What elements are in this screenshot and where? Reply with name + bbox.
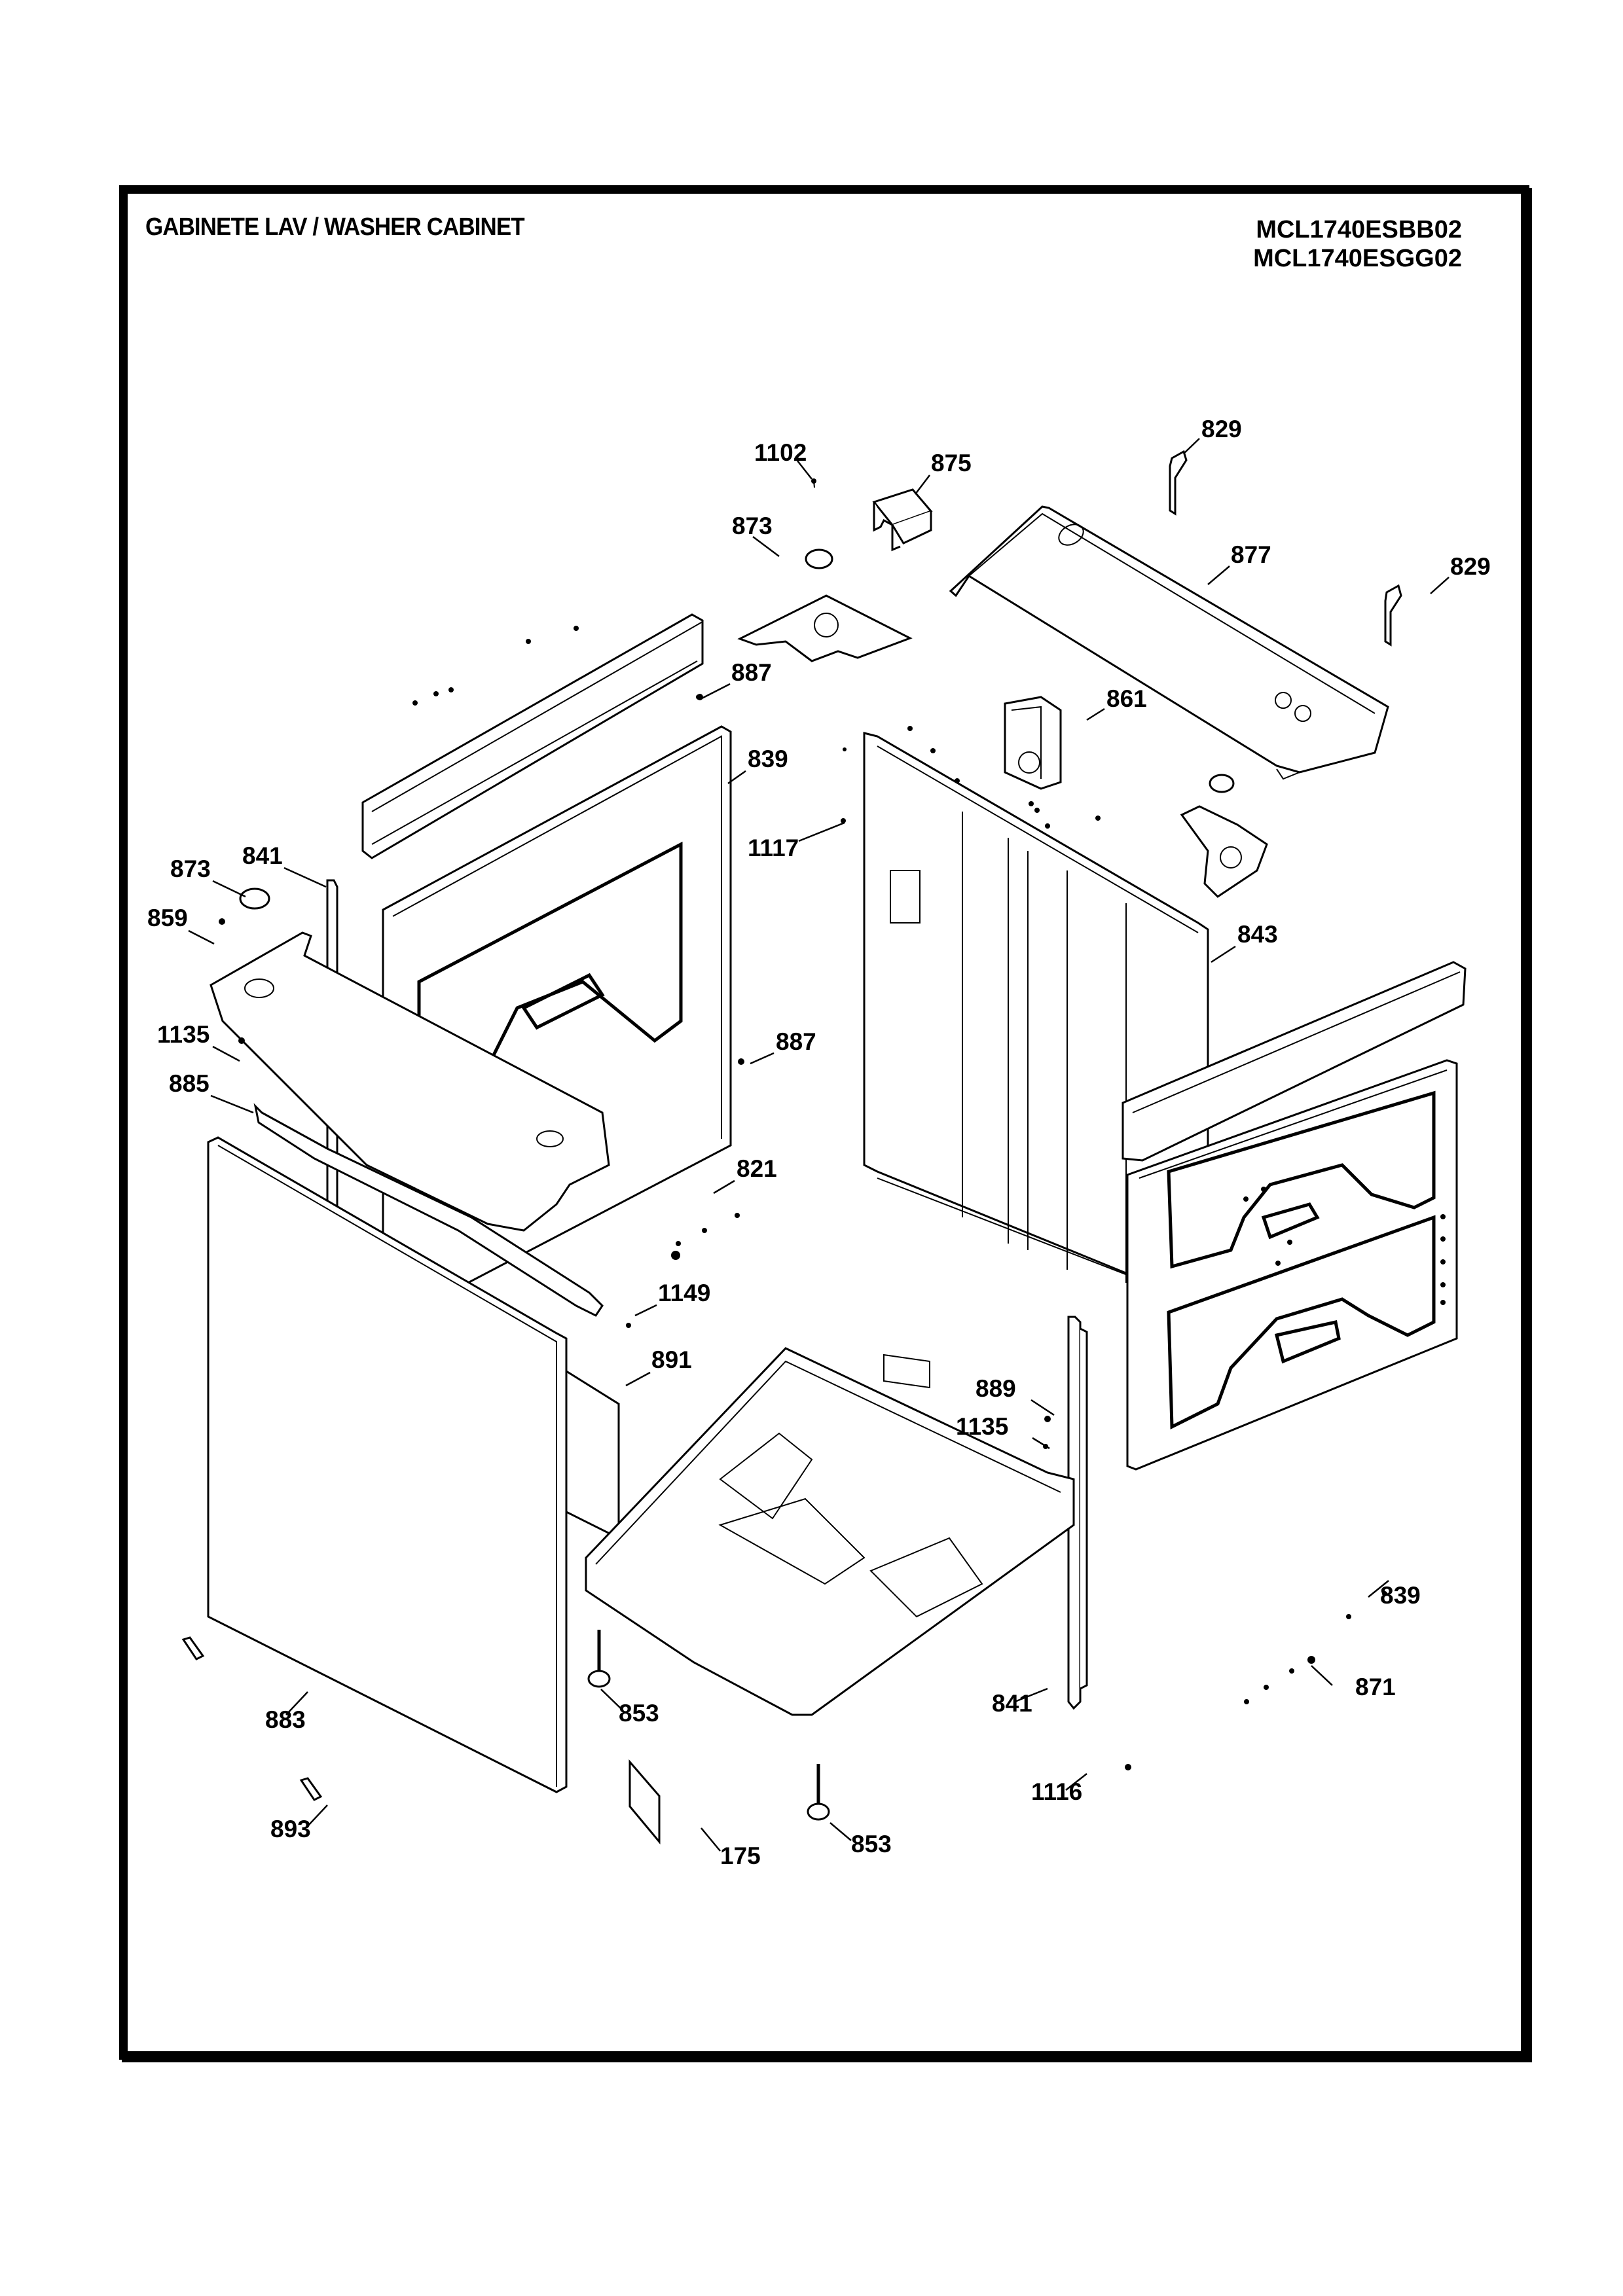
callout-839[interactable]: 839	[1380, 1582, 1421, 1609]
fasteners	[219, 626, 1446, 1770]
callout-887[interactable]: 887	[731, 659, 772, 686]
callout-821[interactable]: 821	[737, 1155, 777, 1182]
callout-853[interactable]: 853	[619, 1700, 659, 1727]
hinge-bracket-part-2[interactable]	[1384, 584, 1402, 647]
corner-bracket-left	[737, 594, 913, 662]
top-cover-rear-part[interactable]	[949, 505, 1389, 780]
leveling-foot-part-2[interactable]	[807, 1764, 830, 1821]
screw-1102-icon	[811, 478, 816, 488]
callout-873[interactable]: 873	[732, 512, 773, 539]
callout-1102[interactable]: 1102	[754, 439, 807, 466]
top-rail-right	[1122, 961, 1467, 1162]
clip-part-1[interactable]	[181, 1636, 205, 1660]
callout-887[interactable]: 887	[776, 1028, 816, 1055]
callout-891[interactable]: 891	[651, 1346, 692, 1373]
label-card-part[interactable]	[629, 1759, 661, 1845]
washer-base	[585, 1347, 1075, 1716]
callout-871[interactable]: 871	[1355, 1674, 1396, 1700]
callout-885[interactable]: 885	[169, 1070, 210, 1097]
callout-labels: 1102 875 829 873 877 829 887 861 839 111…	[147, 416, 1491, 1869]
callout-841[interactable]: 841	[992, 1690, 1032, 1717]
leveling-foot-part-1[interactable]	[587, 1630, 611, 1688]
callout-1149[interactable]: 1149	[658, 1280, 710, 1306]
bumper-part-3	[1209, 774, 1235, 793]
bumper-part-1[interactable]	[805, 548, 833, 569]
callout-883[interactable]: 883	[265, 1706, 306, 1733]
callout-889[interactable]: 889	[976, 1375, 1016, 1402]
callout-1117[interactable]: 1117	[748, 834, 799, 861]
callout-175[interactable]: 175	[720, 1842, 761, 1869]
model-number-1: MCL1740ESBB02	[1256, 216, 1462, 243]
callout-1135[interactable]: 1135	[956, 1413, 1008, 1440]
front-panel-part[interactable]	[207, 1136, 568, 1793]
bumper-part-2[interactable]	[239, 888, 270, 910]
callout-829[interactable]: 829	[1201, 416, 1242, 442]
callout-877[interactable]: 877	[1231, 541, 1271, 568]
callout-875[interactable]: 875	[931, 450, 972, 476]
corner-bracket-right	[1180, 805, 1268, 898]
callout-873[interactable]: 873	[170, 855, 211, 882]
inlet-housing-part[interactable]	[1004, 696, 1062, 790]
insulation-pad-part[interactable]	[565, 1369, 620, 1540]
front-rail-part[interactable]	[253, 1103, 604, 1317]
callout-859[interactable]: 859	[147, 905, 188, 931]
callout-861[interactable]: 861	[1106, 685, 1147, 712]
callout-893[interactable]: 893	[270, 1816, 311, 1842]
hinge-bracket-part-1[interactable]	[1169, 450, 1188, 516]
callout-843[interactable]: 843	[1237, 921, 1278, 948]
clip-part-893[interactable]	[299, 1777, 323, 1801]
leader-lines	[188, 438, 1450, 1852]
callout-1135[interactable]: 1135	[157, 1021, 210, 1048]
callout-829[interactable]: 829	[1450, 553, 1491, 580]
model-number-2: MCL1740ESGG02	[1253, 245, 1462, 272]
front-frame-bridge	[210, 931, 610, 1232]
callout-853[interactable]: 853	[851, 1831, 892, 1857]
callout-839[interactable]: 839	[748, 745, 788, 772]
callout-841[interactable]: 841	[242, 842, 283, 869]
bracket-part[interactable]	[872, 488, 933, 552]
side-panel-right-part[interactable]	[1126, 1059, 1458, 1471]
diagram-title: GABINETE LAV / WASHER CABINET	[145, 213, 525, 241]
top-front-rail	[361, 613, 704, 859]
callout-1116[interactable]: 1116	[1031, 1778, 1082, 1805]
